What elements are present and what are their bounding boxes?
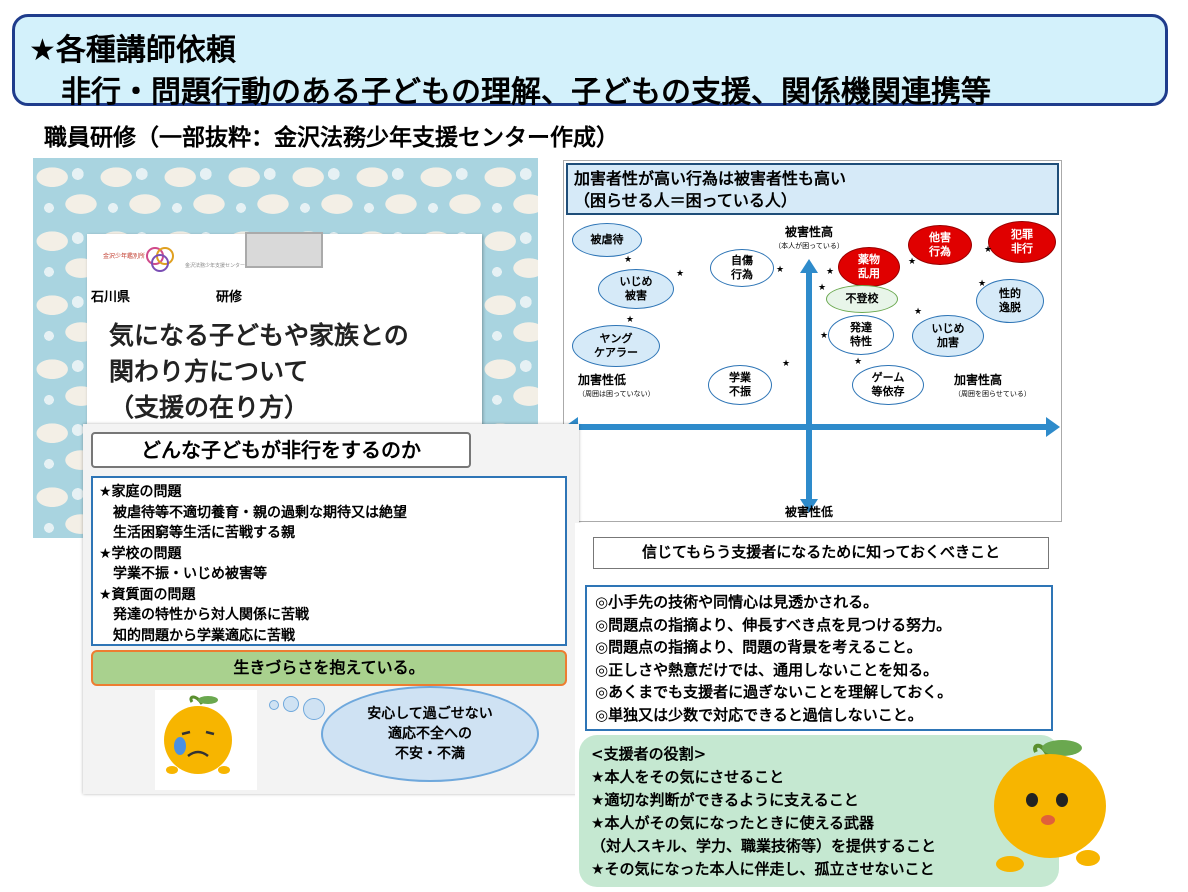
- sad-mascot-icon: [164, 695, 232, 774]
- cover-title-line: （支援の在り方）: [109, 393, 310, 422]
- axis-left-text: 加害性低: [578, 373, 627, 387]
- cloud-line: 安心して過ごせない: [367, 706, 493, 722]
- star-marker: ★: [984, 245, 993, 255]
- cloud-line: 不安・不満: [395, 746, 465, 762]
- prefecture-suffix: 研修: [216, 290, 243, 305]
- star-marker: ★: [914, 307, 923, 317]
- slide-quadrant-diagram: 加害者性が高い行為は被害者性も高い （困らせる人＝困っている人） 被害性高 （本…: [563, 160, 1062, 522]
- causes-item: ★家庭の問題: [99, 484, 182, 500]
- tip-item: ◎あくまでも支援者に過ぎないことを理解しておく。: [595, 683, 953, 701]
- star-marker: ★: [776, 265, 785, 275]
- node-young-carer: ヤング ケアラー: [572, 325, 660, 367]
- role-item: ★本人がその気になったときに使える武器: [591, 814, 874, 832]
- header-subtitle: 非行・問題行動のある子どもの理解、子どもの支援、関係機関連携等: [61, 75, 991, 110]
- node-futoko: 不登校: [826, 285, 898, 313]
- causes-item: 被虐待等不適切養育・親の過剰な期待又は絶望: [113, 504, 407, 521]
- star-marker: ★: [826, 267, 835, 277]
- tip-item: ◎単独又は少数で対応できると過信しないこと。: [595, 705, 923, 724]
- node-hanzai: 犯罪 非行: [988, 221, 1056, 263]
- slide-supporter: 信じてもらう支援者になるために知っておくべきこと ◎小手先の技術や同情心は見透か…: [575, 523, 1063, 887]
- star-marker: ★: [854, 357, 863, 367]
- causes-item: 学業不振・いじめ被害等: [113, 566, 267, 582]
- cover-title: 気になる子どもや家族との 関わり方について （支援の在り方）: [109, 318, 409, 426]
- star-marker: ★: [626, 315, 635, 325]
- tip-item: ◎問題点の指摘より、問題の背景を考えること。: [595, 638, 922, 656]
- node-game: ゲーム 等依存: [852, 365, 924, 405]
- quadrant-title: 加害者性が高い行為は被害者性も高い （困らせる人＝困っている人）: [566, 163, 1059, 215]
- logo-subtext: 金沢法務少年支援センター: [185, 263, 246, 269]
- tip-item: ◎問題点の指摘より、伸長すべき点を見つける努力。: [595, 615, 952, 634]
- x-axis-arrow-right: [1046, 417, 1060, 437]
- node-tagai: 他害 行為: [908, 225, 972, 265]
- tip-item: ◎小手先の技術や同情心は見透かされる。: [595, 593, 879, 611]
- logo-rings-icon: [146, 247, 174, 272]
- cover-title-line: 関わり方について: [109, 357, 309, 386]
- star-marker: ★: [676, 269, 685, 279]
- axis-label-left: 加害性低 （周囲は困っていない）: [578, 373, 668, 401]
- star-marker: ★: [908, 257, 917, 267]
- y-axis: [806, 271, 812, 501]
- axis-label-top: 被害性高 （本人が困っている）: [764, 225, 854, 253]
- tip-item: ◎正しさや熱意だけでは、通用しないことを知る。: [595, 660, 939, 679]
- node-ijime-higai: いじめ 被害: [598, 269, 674, 309]
- slide-training-cover: 金沢少年鑑別所 金沢法務少年支援センター 石川県 研修 気になる子どもや家族との …: [33, 158, 538, 538]
- node-gyakutai: 被虐待: [572, 223, 642, 257]
- quadrant-title-line1: 加害者性が高い行為は被害者性も高い: [574, 169, 847, 188]
- prefecture-line: 石川県 研修: [91, 286, 242, 305]
- supporter-role-box: <支援者の役割> ★本人をその気にさせること ★適切な判断ができるように支えるこ…: [579, 735, 1059, 887]
- axis-label-right: 加害性高 （周囲を困らせている）: [954, 373, 1050, 401]
- causes-title: どんな子どもが非行をするのか: [91, 432, 471, 468]
- thought-dot: [303, 698, 325, 720]
- mascot-orange-icon: [994, 740, 1106, 872]
- star-marker: ★: [624, 255, 633, 265]
- star-marker: ★: [978, 279, 987, 289]
- thought-cloud: 安心して過ごせない 適応不全への 不安・不満: [321, 686, 539, 782]
- header-banner: ★各種講師依頼 非行・問題行動のある子どもの理解、子どもの支援、関係機関連携等: [12, 14, 1168, 110]
- prefecture-prefix: 石川県: [91, 290, 131, 305]
- role-item: ★その気になった本人に伴走し、孤立させないこと: [591, 860, 935, 878]
- causes-item: 知的問題から学業適応に苦戦: [113, 627, 295, 644]
- page-subtitle: 職員研修（一部抜粋：金沢法務少年支援センター作成）: [44, 125, 619, 151]
- role-item: ★本人をその気にさせること: [591, 768, 785, 786]
- causes-item: 生活困窮等生活に苦戦する親: [113, 525, 295, 541]
- role-item: ★適切な判断ができるように支えること: [591, 791, 859, 809]
- axis-top-sub: （本人が困っている）: [774, 242, 844, 250]
- quadrant-title-line2: （困らせる人＝困っている人）: [574, 191, 797, 210]
- cover-tab: [245, 232, 323, 268]
- summary-bar: 生きづらさを抱えている。: [91, 650, 567, 686]
- node-gakugyo: 学業 不振: [708, 365, 772, 405]
- axis-top-text: 被害性高: [784, 225, 833, 239]
- thought-dot: [269, 700, 279, 710]
- star-marker: ★: [782, 359, 791, 369]
- node-jisho: 自傷 行為: [710, 249, 774, 287]
- causes-item: 発達の特性から対人関係に苦戦: [113, 607, 309, 623]
- causes-item: ★資質面の問題: [99, 586, 196, 603]
- y-axis-arrow-down: [800, 499, 818, 513]
- axis-right-sub: （周囲を困らせている）: [954, 390, 1031, 398]
- axis-right-text: 加害性高: [954, 373, 1003, 387]
- node-hattatsu: 発達 特性: [828, 315, 894, 355]
- star-marker: ★: [818, 283, 827, 293]
- cloud-line: 適応不全への: [388, 726, 472, 742]
- role-item: （対人スキル、学力、職業技術等）を提供すること: [591, 837, 937, 855]
- header-title: ★各種講師依頼: [29, 33, 236, 68]
- y-axis-arrow-up: [800, 259, 818, 273]
- causes-list: ★家庭の問題 被虐待等不適切養育・親の過剰な期待又は絶望 生活困窮等生活に苦戦す…: [91, 476, 567, 646]
- thought-dot: [283, 696, 299, 712]
- axis-label-bottom: 被害性低: [784, 505, 833, 519]
- causes-item: ★学校の問題: [99, 545, 182, 562]
- supporter-tips: ◎小手先の技術や同情心は見透かされる。 ◎問題点の指摘より、伸長すべき点を見つけ…: [585, 585, 1053, 731]
- axis-left-sub: （周囲は困っていない）: [578, 390, 655, 398]
- node-seiteki: 性的 逸脱: [976, 279, 1044, 323]
- star-marker: ★: [820, 331, 829, 341]
- cover-title-line: 気になる子どもや家族との: [109, 321, 409, 350]
- redaction-mask: [130, 291, 216, 305]
- logo-text: 金沢少年鑑別所: [103, 253, 146, 260]
- supporter-title: 信じてもらう支援者になるために知っておくべきこと: [593, 537, 1049, 569]
- role-heading: <支援者の役割>: [591, 745, 707, 763]
- node-ijime-kagai: いじめ 加害: [912, 315, 984, 357]
- node-yakubutsu: 薬物 乱用: [838, 247, 900, 287]
